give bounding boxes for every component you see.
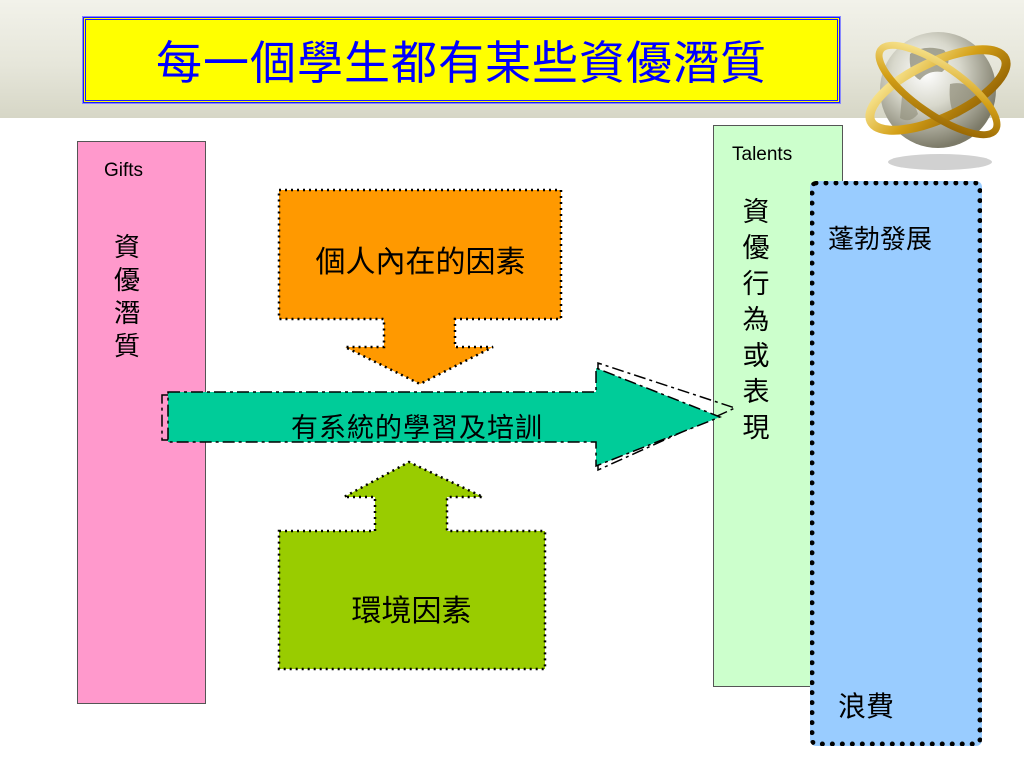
gifts-char: 潛 — [113, 299, 140, 329]
training-arrow — [167, 366, 723, 468]
talents-char: 行 — [742, 269, 770, 300]
environment-factor-arrow — [277, 460, 547, 671]
outcome-flourish-label: 蓬勃發展 — [828, 225, 933, 255]
talents-char: 現 — [742, 413, 770, 444]
outcome-waste-label: 浪費 — [838, 690, 895, 723]
environment-factor-label: 環境因素 — [351, 594, 472, 629]
talents-char: 表 — [742, 377, 770, 408]
talents-char: 資 — [742, 197, 770, 228]
talents-vertical-text: 資 優 行 為 或 表 現 — [740, 195, 772, 447]
talents-char: 優 — [742, 233, 770, 264]
gifts-vertical-text: 資 優 潛 質 — [112, 232, 142, 364]
gifts-char: 資 — [113, 233, 140, 263]
gifts-label: Gifts — [104, 160, 144, 181]
gifts-char: 質 — [113, 332, 140, 362]
internal-factor-arrow — [277, 188, 563, 386]
title-box: 每一個學生都有某些資優潛質 — [83, 17, 840, 103]
internal-factor-label: 個人內在的因素 — [315, 245, 526, 280]
training-label: 有系統的學習及培訓 — [291, 413, 543, 444]
gifts-char: 優 — [113, 266, 140, 296]
globe-icon — [865, 32, 1011, 170]
talents-char: 為 — [742, 305, 770, 336]
outcome-box — [810, 181, 982, 746]
slide-title: 每一個學生都有某些資優潛質 — [156, 36, 767, 90]
talents-label: Talents — [732, 144, 793, 165]
talents-char: 或 — [742, 341, 770, 372]
